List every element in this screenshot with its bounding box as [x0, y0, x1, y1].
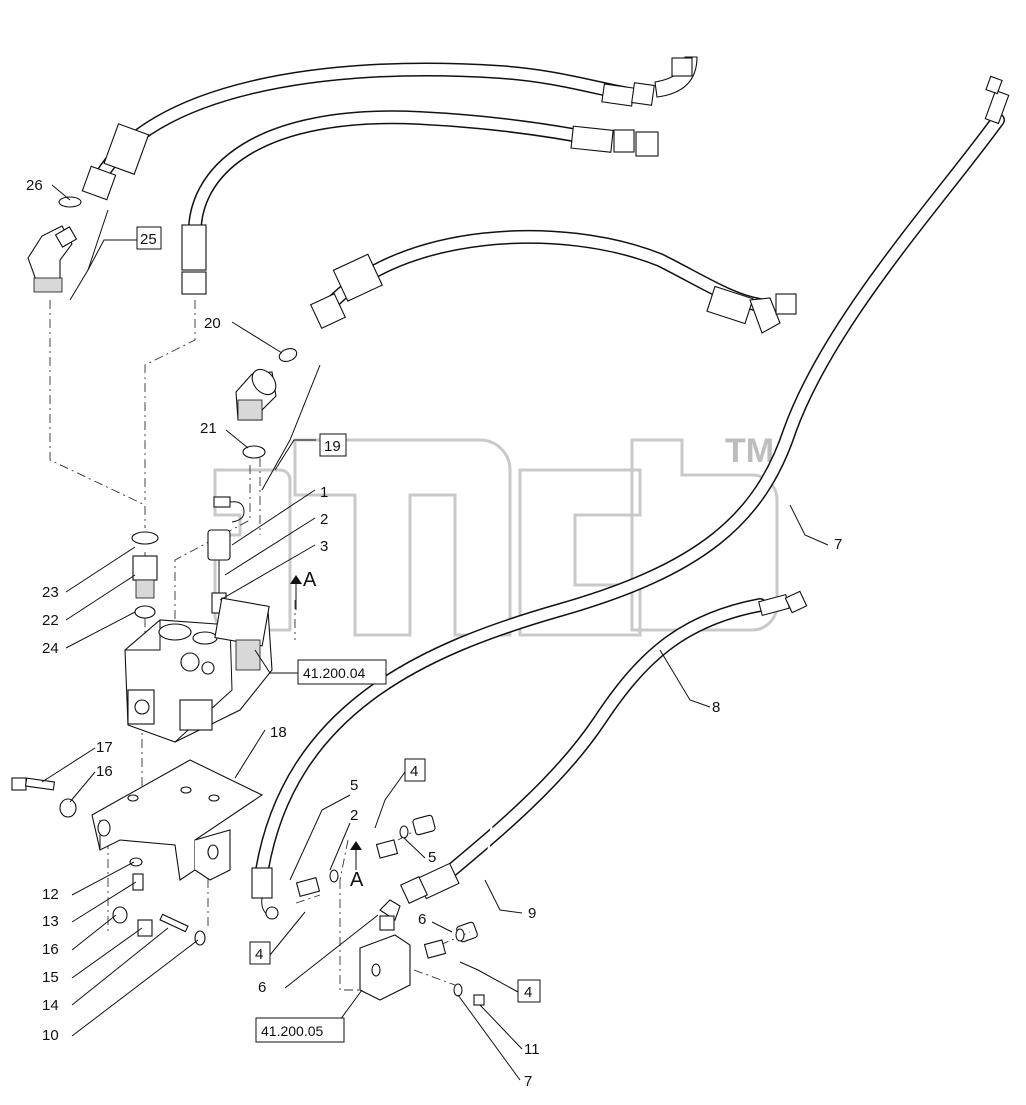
reference-41-200-04: 41.200.04: [303, 665, 365, 681]
callout-16-upper: 16: [96, 763, 113, 780]
callout-25: 25: [140, 231, 157, 248]
callout-15: 15: [42, 969, 59, 986]
callout-22: 22: [42, 612, 59, 629]
callout-2-upper: 2: [320, 511, 328, 528]
leader-lines: [41, 184, 829, 1081]
callout-26: 26: [26, 177, 43, 194]
tube-9: [412, 803, 494, 943]
elbow-fitting-19: [235, 348, 298, 459]
hose-8: [399, 590, 808, 905]
hose-7-long: [251, 75, 1010, 920]
callout-19: 19: [324, 438, 341, 455]
control-valve: [124, 597, 273, 743]
callout-5-left: 5: [350, 777, 358, 794]
callout-4-right: 4: [524, 984, 532, 1001]
upper-hoses: [81, 56, 797, 334]
elbow-fitting-25: [27, 196, 82, 293]
fasteners: [11, 777, 206, 946]
adapter-22: [131, 531, 159, 619]
callout-18: 18: [270, 724, 287, 741]
callout-24: 24: [42, 640, 59, 657]
callout-3: 3: [320, 538, 328, 555]
reference-41-200-05: 41.200.05: [261, 1023, 323, 1039]
mounting-bracket-18: [91, 759, 264, 881]
callout-12: 12: [42, 886, 59, 903]
callout-21: 21: [200, 420, 217, 437]
callout-10: 10: [42, 1027, 59, 1044]
view-marker-a-lower: A: [350, 869, 364, 891]
trademark-text: TM: [725, 432, 774, 470]
callout-8: 8: [712, 699, 720, 716]
callout-17: 17: [96, 739, 113, 756]
callout-2-lower: 2: [350, 807, 358, 824]
callout-20: 20: [204, 315, 221, 332]
watermark-logo: TM: [213, 432, 779, 637]
callout-4-left: 4: [255, 946, 263, 963]
callout-23: 23: [42, 584, 59, 601]
callout-boxes: [136, 226, 541, 1043]
callout-13: 13: [42, 913, 59, 930]
view-marker-a-upper: A: [303, 569, 317, 591]
callout-1: 1: [320, 484, 328, 501]
callout-7-upper: 7: [834, 536, 842, 553]
callout-6-left: 6: [258, 979, 266, 996]
callout-7-lower: 7: [524, 1073, 532, 1090]
callout-11: 11: [524, 1041, 540, 1058]
lower-fittings: [295, 825, 485, 1006]
callout-4-top: 4: [410, 763, 418, 780]
callout-14: 14: [42, 997, 59, 1014]
view-arrows: [290, 575, 362, 870]
callout-16-lower: 16: [42, 941, 59, 958]
callout-6-right: 6: [418, 911, 426, 928]
callout-5-right: 5: [428, 849, 436, 866]
assembly-lines: [49, 300, 471, 991]
callout-9: 9: [528, 905, 536, 922]
callout-labels: 26 25 20 21 19 1 2 3 23 22 24 7 8 18 17 …: [26, 177, 842, 1090]
